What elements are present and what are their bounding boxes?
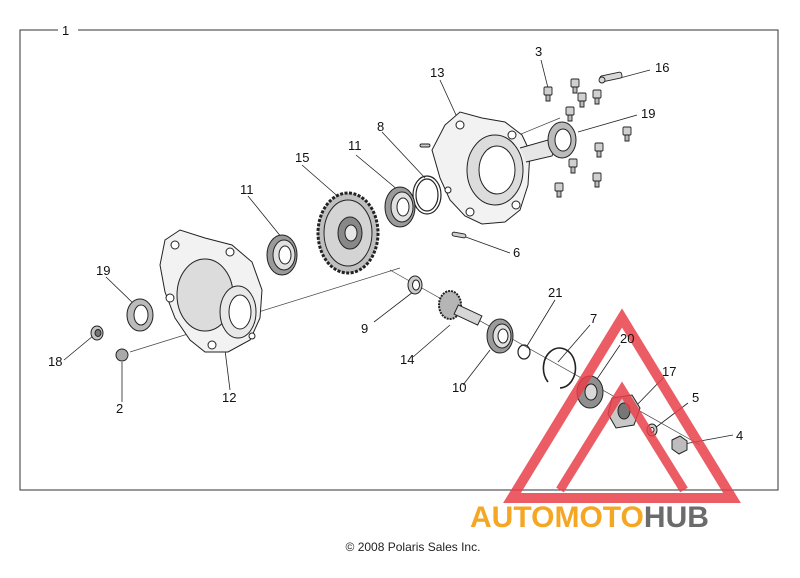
- copyright-notice: © 2008 Polaris Sales Inc.: [345, 540, 481, 554]
- pinion-bearing: [487, 319, 513, 353]
- bearing-upper: [385, 187, 415, 227]
- callout-16: 16: [655, 60, 669, 75]
- vent-fitting: [599, 72, 622, 83]
- snap-ring: [543, 348, 575, 388]
- leader-lines: [63, 59, 734, 445]
- callout-19-right: 19: [641, 106, 655, 121]
- callout-2: 2: [116, 401, 123, 416]
- callout-6: 6: [513, 245, 520, 260]
- callout-21: 21: [548, 285, 562, 300]
- watermark-auto: AUTO: [470, 501, 554, 534]
- diagram-frame: [19, 29, 779, 491]
- bolts-group: [544, 79, 631, 197]
- watermark-moto: MOTO: [554, 501, 643, 534]
- callout-7: 7: [590, 311, 597, 326]
- drain-plug: [91, 326, 103, 340]
- callout-13: 13: [430, 65, 444, 80]
- bushing: [408, 276, 422, 294]
- bearing-lower: [267, 235, 297, 275]
- main-housing: [160, 230, 262, 352]
- callout-11-lower: 11: [240, 182, 254, 197]
- watermark-logo-triangle: [503, 308, 741, 503]
- callout-14: 14: [400, 352, 414, 367]
- fill-plug: [116, 349, 128, 361]
- callout-10: 10: [452, 380, 466, 395]
- nut: [672, 436, 687, 454]
- callout-20: 20: [620, 331, 634, 346]
- pinion-shaft: [439, 291, 482, 325]
- callout-9: 9: [361, 321, 368, 336]
- ring-gear: [318, 193, 378, 273]
- watermark-hub: HUB: [644, 501, 709, 534]
- callout-3: 3: [535, 44, 542, 59]
- callout-4: 4: [736, 428, 743, 443]
- callout-11-upper: 11: [348, 138, 362, 153]
- o-ring: [413, 176, 441, 214]
- callout-15: 15: [295, 150, 309, 165]
- callout-labels: 3 16 13 19 8 11 15 11 6 19 18 2 12 9 14 …: [48, 44, 743, 443]
- callout-5: 5: [692, 390, 699, 405]
- watermark-wordmark: AUTOMOTOHUB: [470, 501, 709, 534]
- callout-8: 8: [377, 119, 384, 134]
- seal-left: [127, 299, 153, 331]
- callout-19-left: 19: [96, 263, 110, 278]
- frame-label: 1: [62, 23, 69, 38]
- seal-right: [548, 122, 576, 158]
- callout-12: 12: [222, 390, 236, 405]
- dowel-pin: [420, 144, 466, 238]
- small-o-ring: [518, 345, 530, 359]
- callout-17: 17: [662, 364, 676, 379]
- rear-housing-cover: [432, 112, 556, 224]
- callout-18: 18: [48, 354, 62, 369]
